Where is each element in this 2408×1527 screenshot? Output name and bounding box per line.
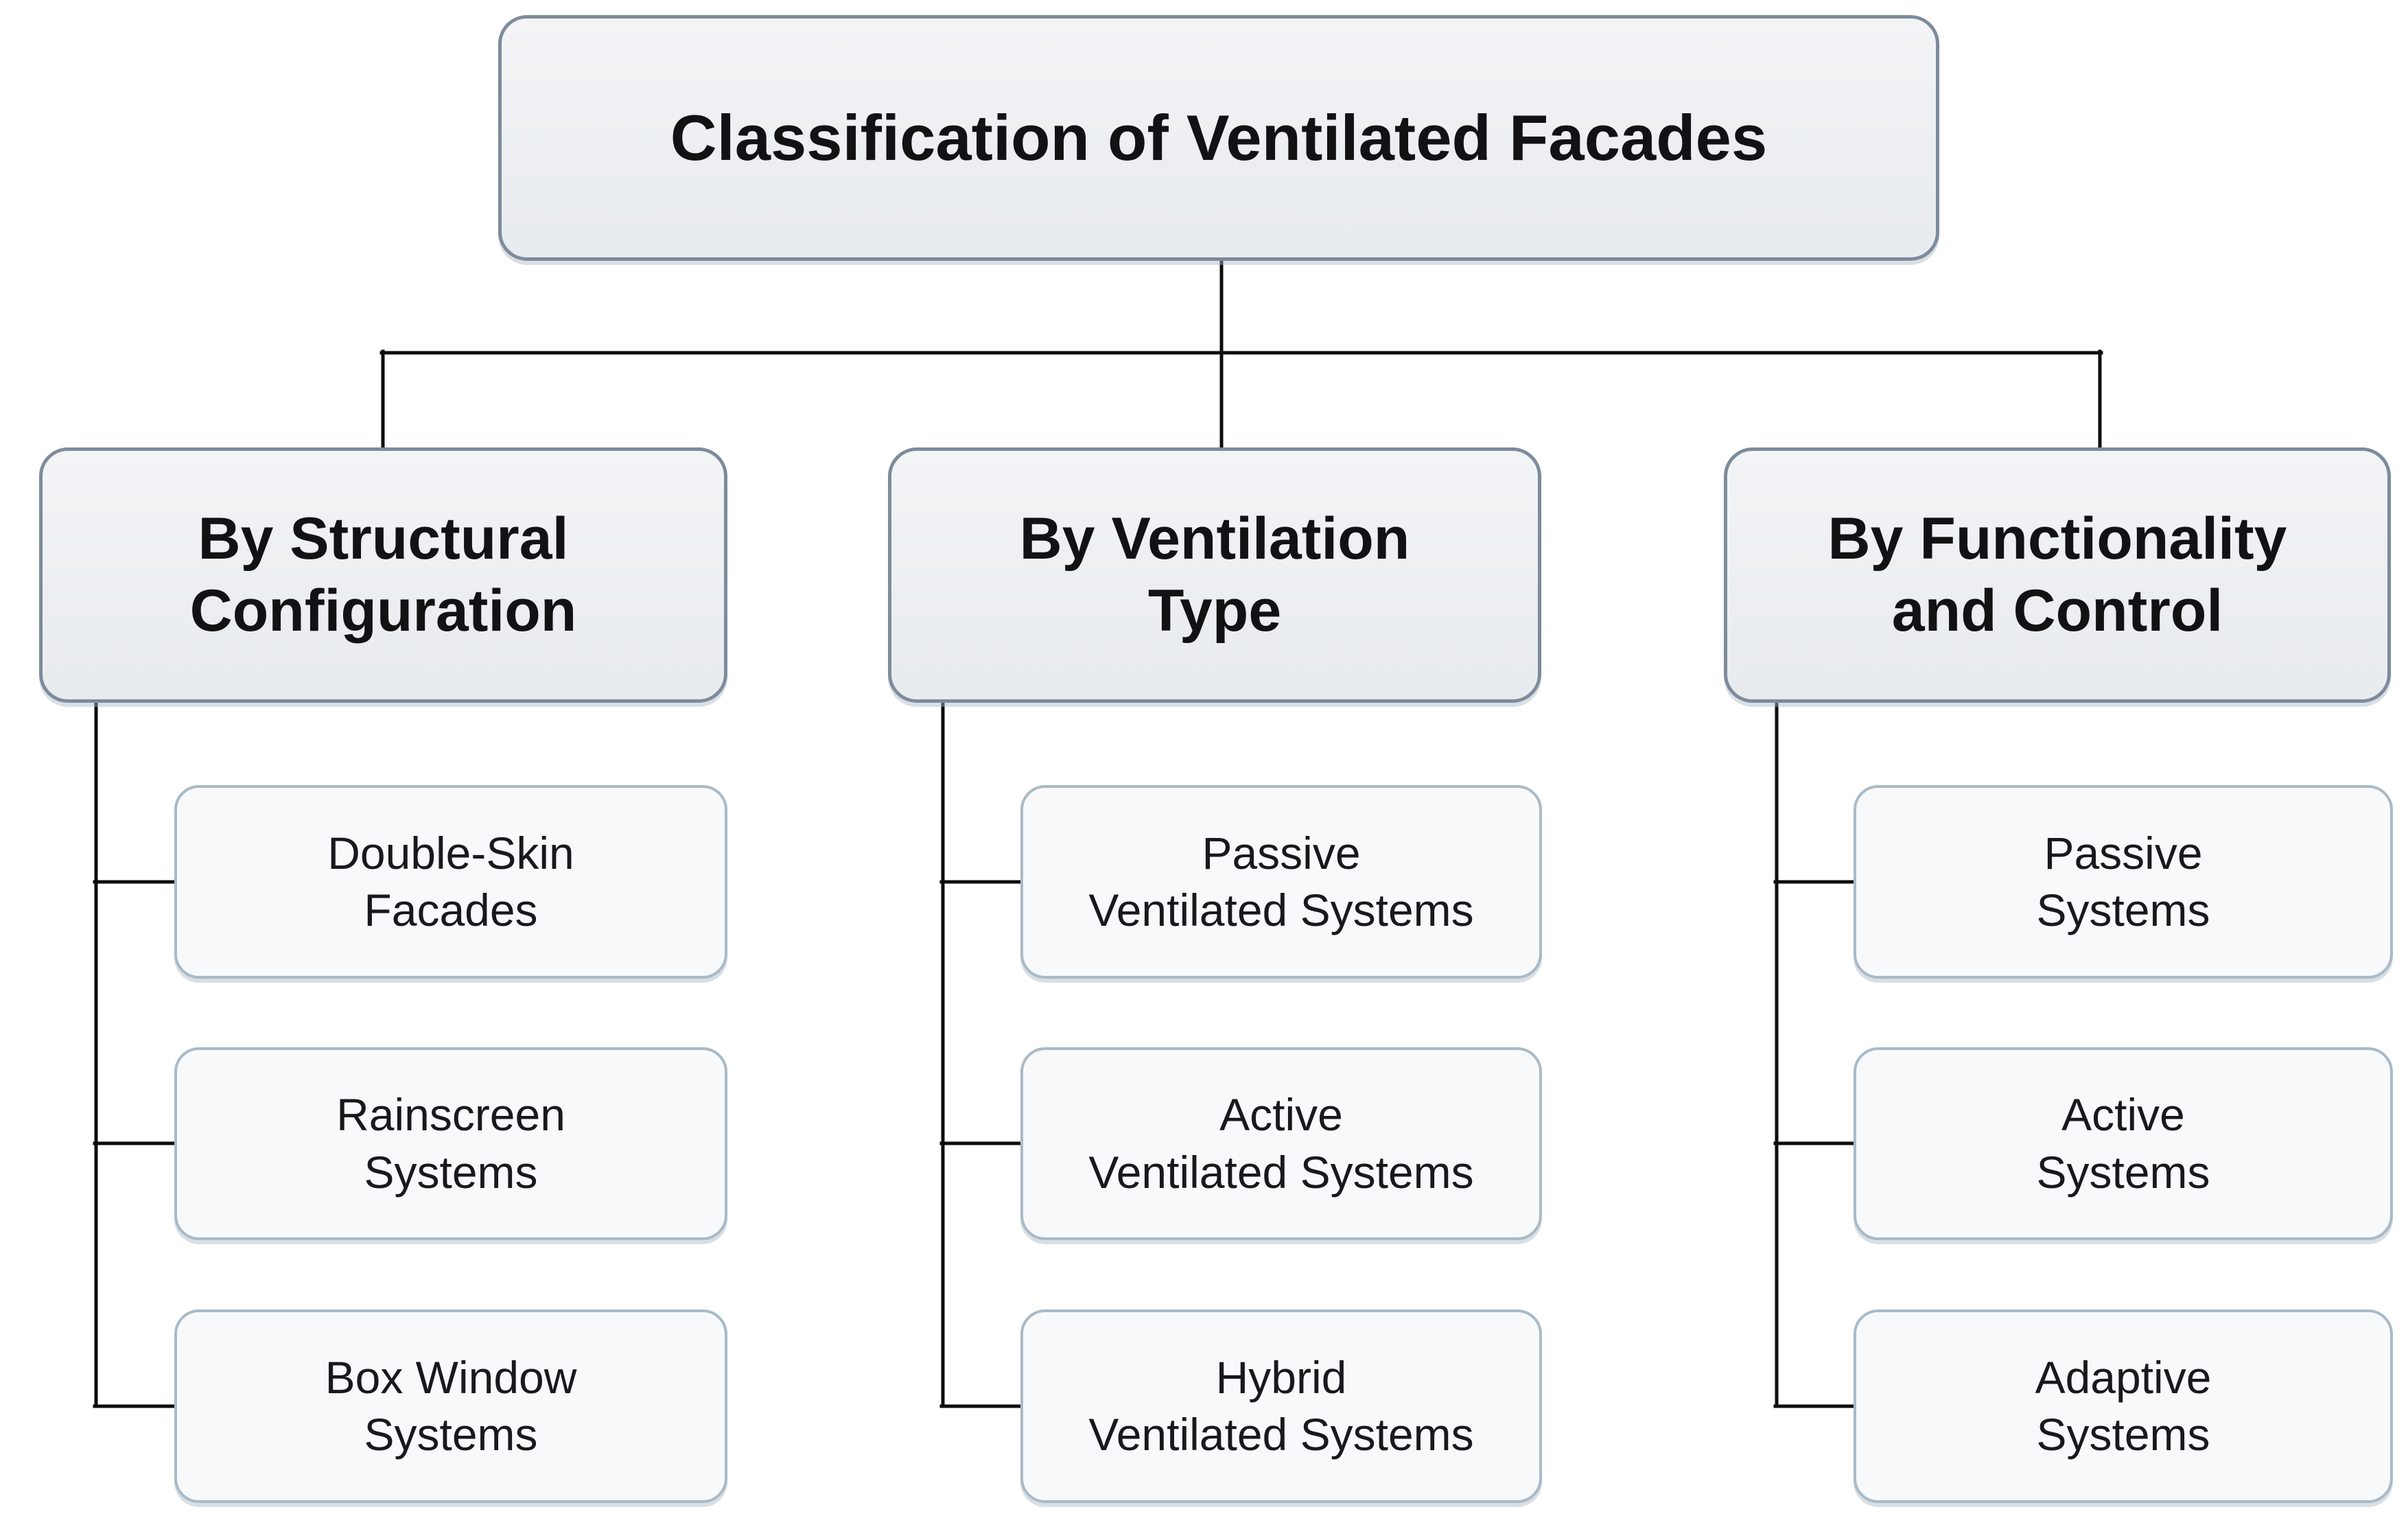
child-box-window-systems-label: Box Window Systems — [325, 1351, 577, 1460]
child-double-skin-facades-node: Double-Skin Facades — [174, 785, 727, 979]
child-passive-ventilated-node: Passive Ventilated Systems — [1020, 785, 1542, 979]
branch-ventilation-label: By Ventilation Type — [1019, 506, 1410, 644]
child-rainscreen-systems-label: Rainscreen Systems — [336, 1089, 565, 1198]
child-active-systems-label: Active Systems — [2036, 1089, 2210, 1198]
child-active-ventilated-node: Active Ventilated Systems — [1020, 1047, 1542, 1240]
branch-functionality-node: By Functionality and Control — [1724, 447, 2391, 703]
child-double-skin-facades-label: Double-Skin Facades — [327, 827, 574, 935]
child-active-systems-node: Active Systems — [1854, 1047, 2393, 1240]
child-adaptive-systems-node: Adaptive Systems — [1854, 1309, 2393, 1503]
child-hybrid-ventilated-node: Hybrid Ventilated Systems — [1020, 1309, 1542, 1503]
child-active-ventilated-label: Active Ventilated Systems — [1088, 1089, 1474, 1198]
child-passive-ventilated-label: Passive Ventilated Systems — [1088, 827, 1474, 935]
branch-ventilation-node: By Ventilation Type — [888, 447, 1541, 703]
branch-structural-label: By Structural Configuration — [189, 506, 577, 644]
child-passive-systems-label: Passive Systems — [2036, 827, 2210, 935]
child-rainscreen-systems-node: Rainscreen Systems — [174, 1047, 727, 1240]
branch-structural-node: By Structural Configuration — [39, 447, 727, 703]
child-passive-systems-node: Passive Systems — [1854, 785, 2393, 979]
root-node-label: Classification of Ventilated Facades — [670, 101, 1768, 174]
child-adaptive-systems-label: Adaptive Systems — [2035, 1351, 2212, 1460]
child-box-window-systems-node: Box Window Systems — [174, 1309, 727, 1503]
branch-functionality-label: By Functionality and Control — [1827, 506, 2287, 644]
child-hybrid-ventilated-label: Hybrid Ventilated Systems — [1088, 1351, 1474, 1460]
root-node: Classification of Ventilated Facades — [498, 15, 1939, 261]
